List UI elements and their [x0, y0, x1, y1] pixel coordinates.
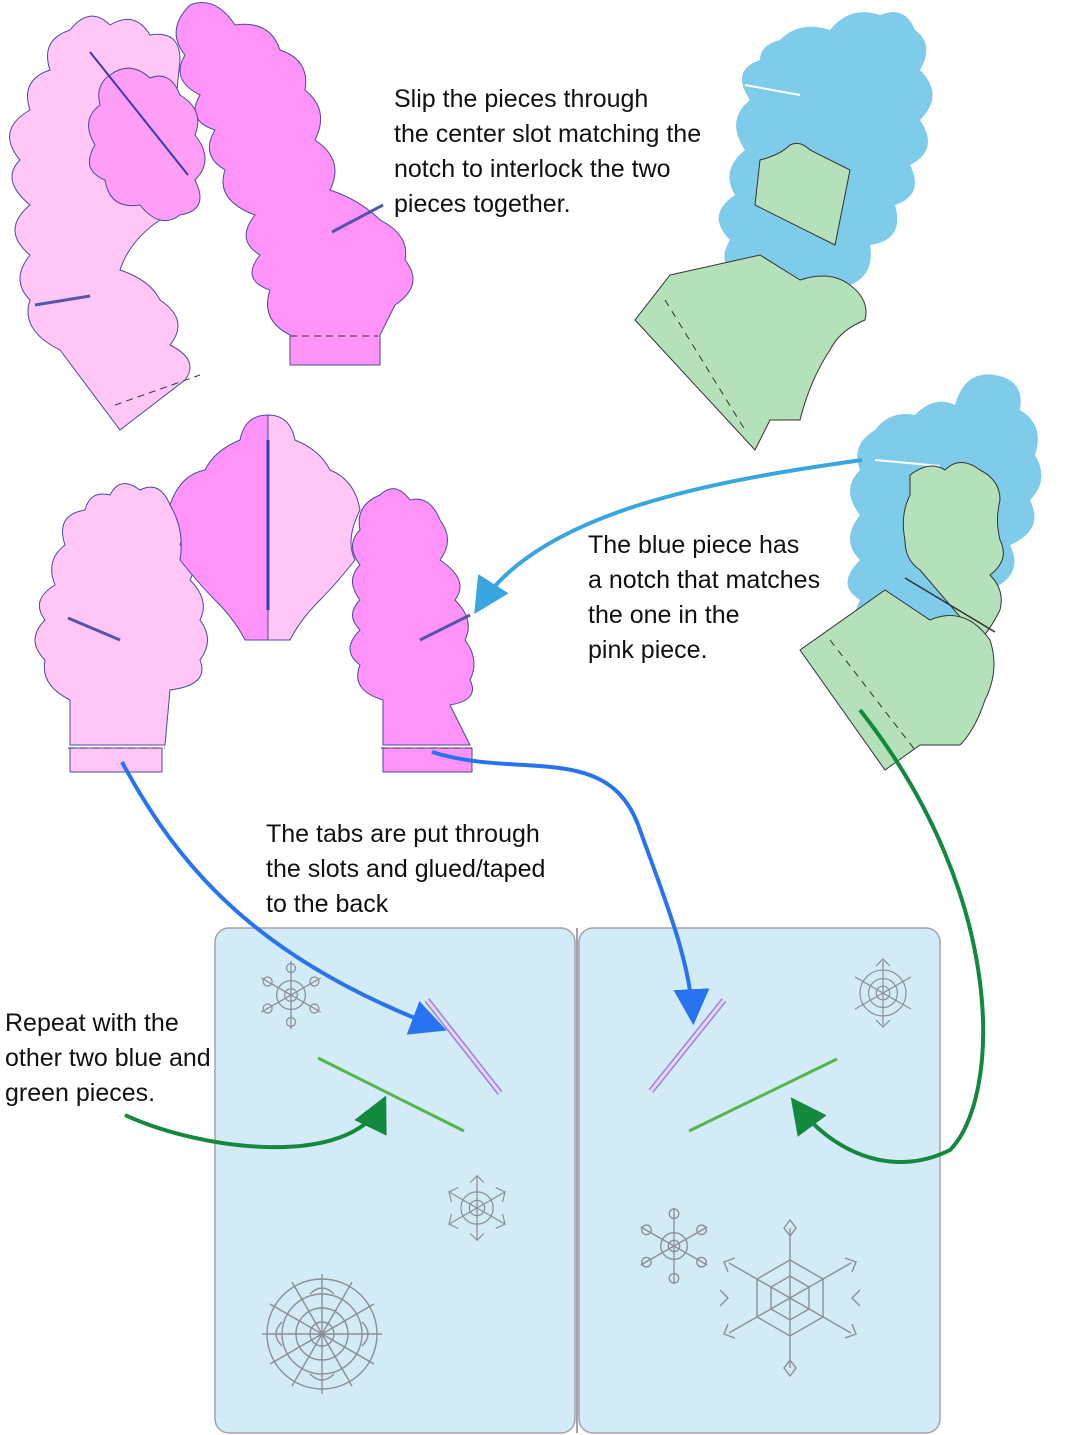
instruction-line: the one in the [588, 598, 820, 633]
instruction-step1: Slip the pieces through the center slot … [394, 82, 701, 222]
card-right-panel [579, 928, 940, 1433]
instruction-line: notch to interlock the two [394, 152, 701, 187]
instruction-step4: Repeat with the other two blue and green… [5, 1006, 211, 1111]
instruction-line: Repeat with the [5, 1006, 211, 1041]
pink-pieces-separate [10, 3, 413, 431]
instruction-line: other two blue and [5, 1041, 211, 1076]
instruction-line: a notch that matches [588, 563, 820, 598]
scalloped-piece-icon [176, 3, 413, 366]
instruction-line: green pieces. [5, 1076, 211, 1111]
instruction-line: the slots and glued/taped [266, 852, 545, 887]
instruction-line: pieces together. [394, 187, 701, 222]
scalloped-piece-icon [10, 16, 200, 430]
scalloped-piece-icon [350, 489, 474, 772]
instruction-line: to the back [266, 887, 545, 922]
card-base [215, 928, 940, 1433]
instruction-step2: The blue piece has a notch that matches … [588, 528, 820, 668]
instruction-line: pink piece. [588, 633, 820, 668]
instruction-line: the center slot matching the [394, 117, 701, 152]
blue-green-pieces-separate [635, 12, 933, 450]
instruction-line: The tabs are put through [266, 817, 545, 852]
instruction-line: Slip the pieces through [394, 82, 701, 117]
instruction-step3: The tabs are put through the slots and g… [266, 817, 545, 922]
blue-green-pieces-assembled [800, 374, 1041, 770]
instruction-line: The blue piece has [588, 528, 820, 563]
pink-pieces-assembled [35, 415, 474, 772]
